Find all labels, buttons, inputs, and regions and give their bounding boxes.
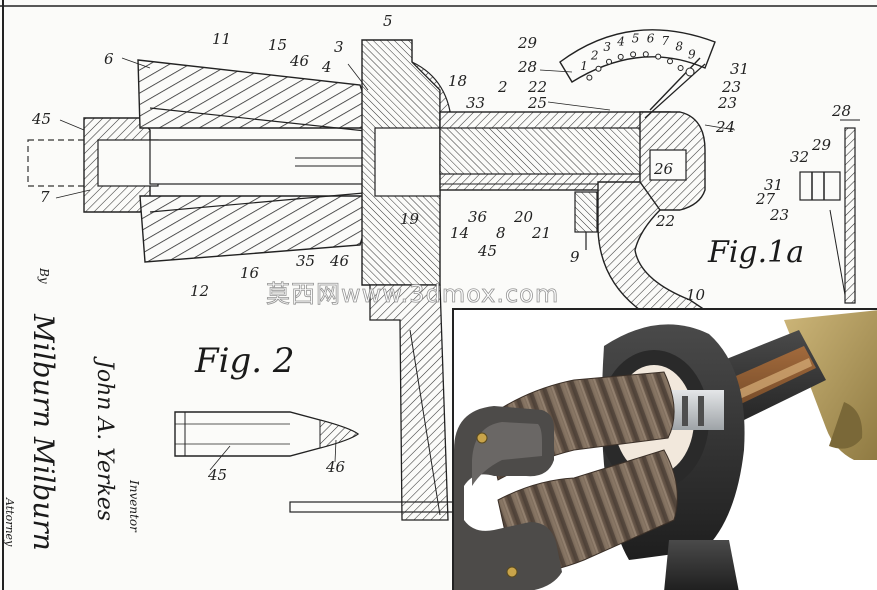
dial-number: 6 (647, 31, 655, 45)
svg-text:By: By (37, 267, 51, 284)
part-label: 3 (334, 38, 344, 56)
front-collet (454, 406, 562, 590)
part-label: 29 (811, 136, 832, 154)
part-label: 19 (400, 210, 420, 228)
render-3d-illustration (454, 310, 877, 590)
part-label: 33 (466, 94, 485, 112)
part-label: 32 (790, 148, 809, 166)
part-label: 26 (653, 160, 674, 178)
part-label: 45 (31, 110, 51, 128)
dial-tick (667, 58, 673, 65)
part-label: 31 (730, 60, 749, 78)
part-label: 27 (755, 190, 776, 208)
part-label: 18 (448, 72, 467, 90)
part-label: 4 (321, 58, 332, 76)
part-label: 5 (383, 12, 393, 30)
part-label: 23 (721, 78, 741, 96)
dial-tick (630, 51, 637, 58)
watermark: 莫西网www.3dmox.com (266, 280, 559, 308)
render-inset (452, 308, 877, 590)
witness-signature: Milburn Milburn Attorney (3, 313, 60, 551)
inventor-signature: John A. Yerkes Inventor (92, 356, 141, 533)
dial-tick (586, 74, 593, 81)
dial-tick (655, 53, 662, 60)
part-label: 35 (296, 252, 315, 270)
dial-number: 5 (632, 31, 640, 45)
part-label: 8 (496, 224, 506, 242)
part-label: 31 (764, 176, 783, 194)
part-label: 25 (527, 94, 547, 112)
dial-tick (677, 65, 684, 71)
part-label: 9 (570, 248, 580, 266)
part-label: 36 (468, 208, 488, 226)
svg-text:John A. Yerkes: John A. Yerkes (92, 356, 117, 521)
part-label: 23 (717, 94, 737, 112)
part-number-labels: 5 6 7 11 15 46 3 4 45 18 33 2 29 28 22 2… (31, 12, 851, 484)
dial-tick (595, 65, 602, 72)
part-label: 46 (329, 252, 350, 270)
svg-text:Attorney: Attorney (3, 497, 16, 547)
part-label: 16 (240, 264, 260, 282)
dial-number: 1 (580, 59, 588, 73)
svg-text:Milburn Milburn: Milburn Milburn (27, 313, 60, 551)
part-label: 15 (268, 36, 287, 54)
part-label: 28 (517, 58, 537, 76)
dial-tick (606, 58, 612, 65)
part-label: 22 (655, 212, 675, 230)
render-handle-stem (664, 540, 739, 590)
part-label: 21 (531, 224, 551, 242)
part-label: 28 (831, 102, 851, 120)
fig2-label: Fig. 2 (194, 341, 294, 381)
part-label: 22 (527, 78, 547, 96)
part-label: 23 (769, 206, 789, 224)
part-label: 46 (289, 52, 310, 70)
dial-number: 4 (616, 34, 625, 48)
part-label: 29 (517, 34, 538, 52)
fig1a-detail (799, 119, 860, 304)
dial-number: 2 (590, 48, 599, 62)
main-body-section (83, 39, 708, 521)
dial-tick (642, 51, 649, 58)
svg-text:Inventor: Inventor (127, 479, 141, 533)
part-label: 24 (715, 118, 735, 136)
part-label: 45 (477, 242, 497, 260)
part-label: 12 (190, 282, 209, 300)
dial-number: 3 (603, 40, 611, 54)
part-label: 7 (40, 188, 50, 206)
part-label: 14 (450, 224, 469, 242)
part-label: 2 (497, 78, 508, 96)
dial-number: 9 (688, 48, 696, 62)
dial-number: 8 (675, 40, 683, 54)
dial-tick (617, 53, 624, 60)
part-label: 10 (686, 286, 706, 304)
part-label: 11 (212, 30, 231, 48)
fig2-cartridge (174, 411, 360, 457)
by-caption: By (37, 267, 51, 284)
dial-number: 7 (662, 34, 670, 48)
part-label: 6 (104, 50, 114, 68)
part-label: 20 (513, 208, 534, 226)
part-label: 46 (325, 458, 346, 476)
leader-lines (55, 57, 736, 471)
part-label: 45 (207, 466, 227, 484)
fig1a-label: Fig.1a (707, 235, 804, 270)
